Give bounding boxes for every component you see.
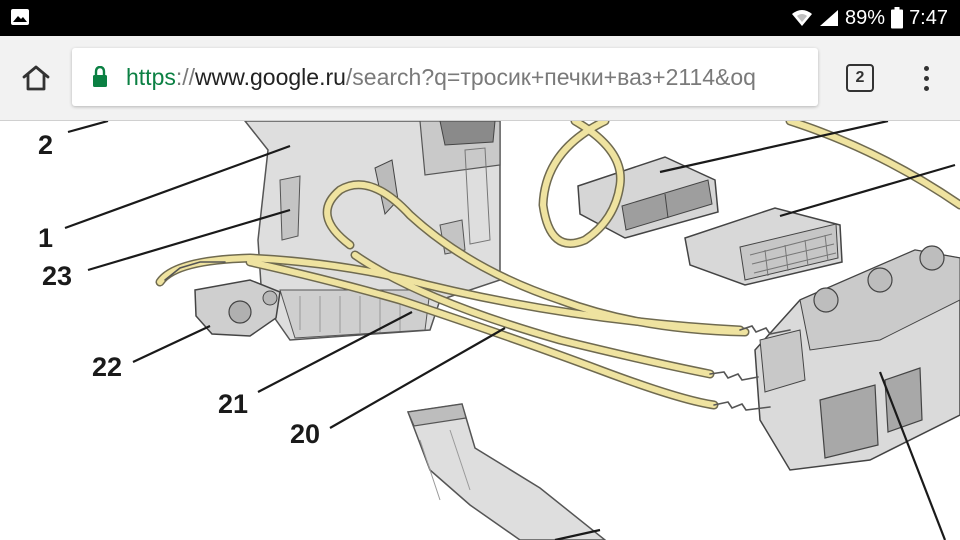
wifi-icon bbox=[792, 10, 813, 26]
tab-switcher-button[interactable]: 2 bbox=[846, 64, 874, 92]
control-unit bbox=[754, 245, 960, 471]
callout-label: 20 bbox=[290, 419, 321, 449]
gallery-icon bbox=[11, 9, 29, 25]
callout-label: 2 bbox=[38, 130, 54, 160]
page-content[interactable]: 2 1 23 22 21 20 bbox=[0, 121, 960, 540]
home-button[interactable] bbox=[14, 56, 58, 100]
url-path: /search?q=тросик+печки+ваз+2114&oq bbox=[345, 64, 756, 90]
url-host: www.google.ru bbox=[195, 64, 346, 90]
tab-count: 2 bbox=[855, 69, 865, 86]
home-icon bbox=[22, 65, 50, 91]
callout-label: 23 bbox=[42, 261, 73, 291]
battery-icon bbox=[891, 7, 904, 29]
clock: 7:47 bbox=[909, 7, 948, 29]
leader-lines bbox=[64, 121, 956, 540]
address-bar[interactable]: https://www.google.ru/search?q=тросик+пе… bbox=[72, 48, 818, 106]
duct-lower bbox=[406, 403, 607, 540]
url-text[interactable]: https://www.google.ru/search?q=тросик+пе… bbox=[126, 48, 810, 106]
signal-icon bbox=[820, 10, 839, 26]
menu-dot bbox=[923, 65, 929, 71]
url-separator: :// bbox=[175, 64, 196, 90]
url-scheme: https bbox=[126, 64, 176, 90]
heater-diagram bbox=[64, 121, 960, 540]
browser-toolbar: https://www.google.ru/search?q=тросик+пе… bbox=[0, 36, 960, 121]
callout-label: 22 bbox=[92, 352, 123, 382]
callout-label: 1 bbox=[38, 223, 54, 253]
status-icons: 89% 7:47 bbox=[791, 0, 948, 36]
battery-percent: 89% bbox=[845, 7, 886, 29]
overflow-menu-button[interactable] bbox=[916, 58, 936, 98]
menu-dot bbox=[923, 75, 929, 81]
air-vent-lower bbox=[684, 207, 843, 286]
callout-label: 21 bbox=[218, 389, 249, 419]
status-bar: 89% 7:47 bbox=[0, 0, 960, 36]
heater-valve bbox=[194, 279, 281, 337]
lock-icon bbox=[93, 66, 107, 87]
menu-dot bbox=[923, 85, 929, 91]
